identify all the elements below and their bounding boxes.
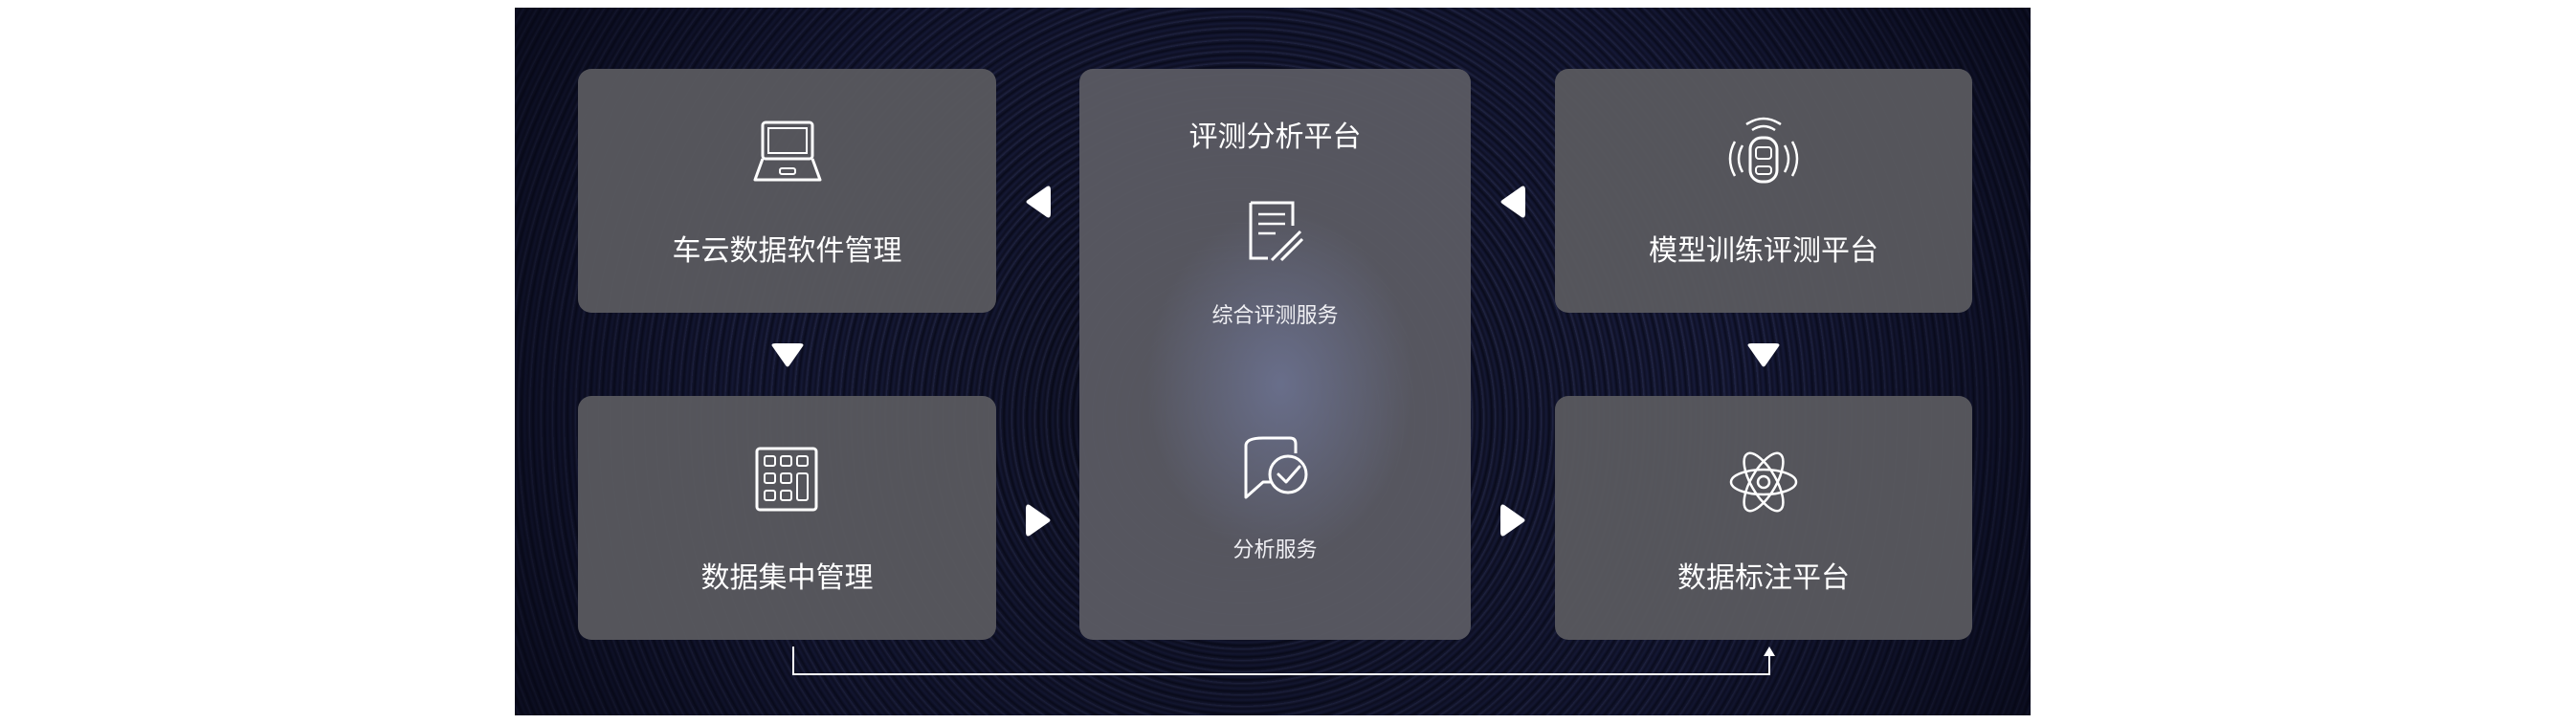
card-annotation: 数据标注平台 — [1555, 396, 1972, 640]
document-edit-icon — [1249, 201, 1304, 262]
card-label: 数据集中管理 — [700, 561, 874, 595]
card-dataset: 数据集中管理 — [578, 396, 996, 640]
service-label: 综合评测服务 — [1211, 304, 1339, 328]
laptop-icon — [753, 121, 822, 182]
card-vehicle-cloud: 车云数据软件管理 — [578, 69, 996, 313]
arrow-left-icon — [1026, 186, 1051, 218]
card-title: 评测分析平台 — [1188, 121, 1362, 154]
arrow-down-icon — [771, 343, 804, 367]
grid-keypad-icon — [755, 447, 818, 512]
arrow-down-icon — [1747, 343, 1780, 367]
service-label: 分析服务 — [1232, 538, 1318, 562]
arrow-right-icon — [1500, 504, 1525, 537]
card-model-training: 模型训练评测平台 — [1555, 69, 1972, 313]
bottom-connector-line — [792, 647, 1775, 675]
card-label: 模型训练评测平台 — [1649, 234, 1878, 268]
diagram-background: 车云数据软件管理 数据集中管理 评测分析平台 — [515, 8, 2031, 715]
arrow-left-icon — [1500, 186, 1525, 218]
arrow-right-icon — [1026, 504, 1051, 537]
card-label: 车云数据软件管理 — [672, 234, 902, 268]
card-label: 数据标注平台 — [1677, 561, 1850, 595]
chat-check-icon — [1244, 436, 1308, 499]
atom-icon — [1729, 451, 1798, 513]
car-sensor-icon — [1728, 117, 1799, 184]
card-evaluation-platform: 评测分析平台 综合评测服务 分析服务 — [1079, 69, 1471, 640]
